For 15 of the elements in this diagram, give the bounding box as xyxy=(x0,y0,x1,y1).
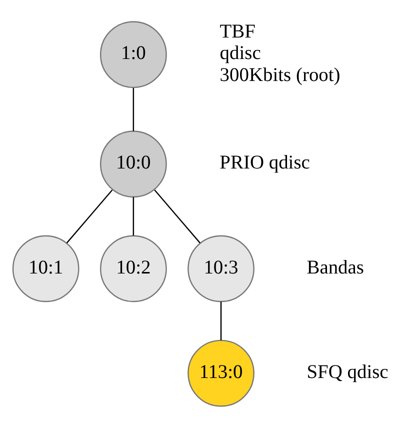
node-circle: 1:0 xyxy=(100,21,167,88)
node-label: TBF qdisc 300Kbits (root) xyxy=(220,21,340,86)
connector xyxy=(66,190,113,244)
node-label: PRIO qdisc xyxy=(220,152,310,174)
connector xyxy=(154,190,200,244)
node-label: SFQ qdisc xyxy=(306,362,388,383)
connector xyxy=(132,88,134,132)
node-circle: 113:0 xyxy=(188,340,254,407)
connector xyxy=(132,197,134,236)
node-circle: 10:0 xyxy=(100,130,167,198)
node-circle: 10:2 xyxy=(100,235,167,302)
connector xyxy=(220,302,222,340)
label: Bandas xyxy=(306,257,364,278)
node-circle: 10:3 xyxy=(188,235,254,302)
node-circle: 10:1 xyxy=(12,235,80,302)
